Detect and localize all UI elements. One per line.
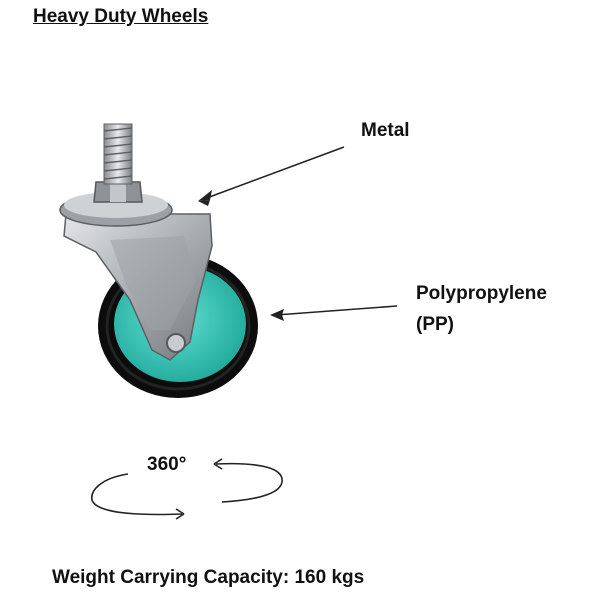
metal-pointer-arrow [198,146,345,206]
rotation-label: 360° [147,454,187,475]
metal-label: Metal [361,120,410,141]
polypropylene-label: Polypropylene [416,283,547,304]
axle-bolt [166,333,186,353]
capacity-text: Weight Carrying Capacity: 160 kgs [52,567,365,588]
page-title: Heavy Duty Wheels [33,6,209,27]
metal-bracket [63,213,213,361]
threaded-bolt [103,123,133,185]
pp-pointer-arrow [270,305,398,321]
rotation-arrows-icon [91,458,283,520]
pp-abbreviation-label: (PP) [416,314,454,335]
